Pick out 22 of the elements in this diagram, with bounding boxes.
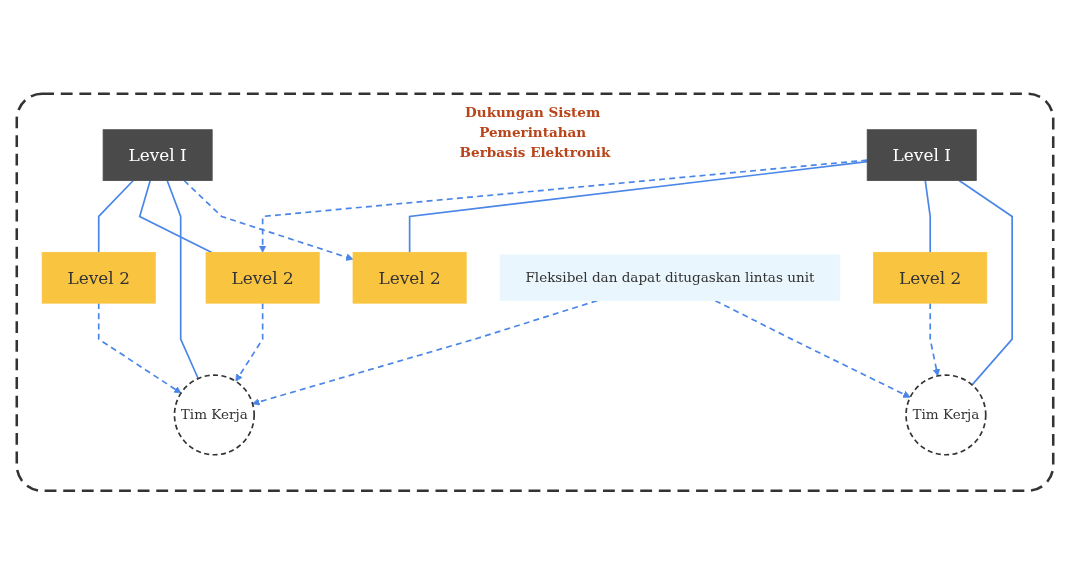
arrow	[714, 300, 911, 398]
connector	[958, 179, 1013, 387]
node-circle: Tim Kerja	[173, 374, 255, 456]
node-box: Level 2	[41, 252, 156, 304]
node-box: Level 2	[205, 252, 320, 304]
arrow	[235, 302, 264, 382]
node-box: Fleksibel dan dapat ditugaskan lintas unit	[499, 254, 841, 302]
node-circle: Tim Kerja	[905, 374, 987, 456]
connector	[924, 179, 932, 254]
connector	[166, 179, 199, 380]
arrow	[183, 179, 354, 262]
connector	[97, 179, 135, 254]
node-box: Level I	[866, 129, 977, 182]
arrow	[97, 302, 182, 394]
connector	[138, 179, 213, 254]
node-box: Level I	[102, 129, 213, 182]
node-box: Level 2	[873, 252, 988, 304]
arrow	[252, 300, 599, 406]
node-box: Level 2	[352, 252, 467, 304]
arrow	[258, 159, 869, 253]
connector	[408, 161, 869, 254]
arrow	[929, 302, 941, 377]
